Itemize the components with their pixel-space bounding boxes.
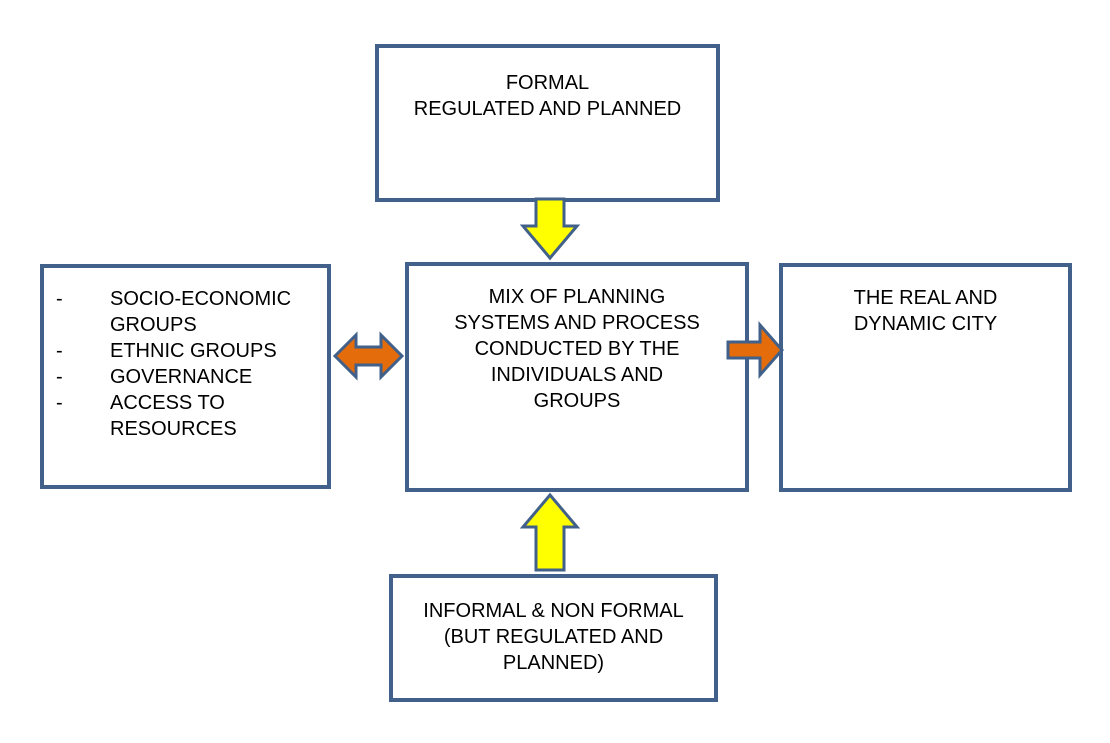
bullet-dash: - (56, 288, 63, 310)
bottom-line-3: PLANNED) (502, 652, 605, 674)
center-line-1: MIX OF PLANNING (488, 286, 666, 308)
factor-line: ETHNIC GROUPS (110, 340, 277, 362)
factor-item-access: - ACCESS TO RESOURCES (44, 390, 327, 442)
factor-line: ACCESS TO (110, 392, 225, 414)
bottom-line-1: INFORMAL & NON FORMAL (423, 600, 684, 622)
down-arrow-icon (519, 197, 581, 261)
dynamic-city-box: THE REAL AND DYNAMIC CITY (779, 263, 1072, 492)
factor-item-ethnic: - ETHNIC GROUPS (44, 338, 327, 364)
bottom-line-2: (BUT REGULATED AND (443, 626, 664, 648)
center-line-3: CONDUCTED BY THE (474, 338, 680, 360)
right-arrow-icon (726, 321, 784, 379)
formal-line-1: FORMAL (505, 72, 590, 94)
bullet-dash: - (56, 340, 63, 362)
factor-line: GROUPS (110, 314, 197, 336)
factor-line: RESOURCES (110, 418, 237, 440)
right-line-1: THE REAL AND (853, 287, 998, 309)
up-arrow-icon (519, 492, 581, 572)
planning-mix-box: MIX OF PLANNING SYSTEMS AND PROCESS COND… (405, 262, 749, 492)
center-line-2: SYSTEMS AND PROCESS (454, 312, 700, 334)
factors-box: - SOCIO-ECONOMIC GROUPS - ETHNIC GROUPS … (40, 264, 331, 489)
factor-item-socio-economic: - SOCIO-ECONOMIC GROUPS (44, 286, 327, 338)
center-line-5: GROUPS (533, 390, 621, 412)
bullet-dash: - (56, 392, 63, 414)
factor-line: SOCIO-ECONOMIC (110, 288, 292, 310)
right-line-2: DYNAMIC CITY (853, 313, 998, 335)
factors-list: - SOCIO-ECONOMIC GROUPS - ETHNIC GROUPS … (44, 286, 327, 442)
double-arrow-icon (332, 331, 405, 381)
formal-box: FORMAL REGULATED AND PLANNED (375, 44, 720, 202)
factor-line: GOVERNANCE (110, 366, 253, 388)
factor-item-governance: - GOVERNANCE (44, 364, 327, 390)
bullet-dash: - (56, 366, 63, 388)
informal-box: INFORMAL & NON FORMAL (BUT REGULATED AND… (389, 574, 718, 702)
formal-line-2: REGULATED AND PLANNED (413, 98, 682, 120)
center-line-4: INDIVIDUALS AND (490, 364, 664, 386)
